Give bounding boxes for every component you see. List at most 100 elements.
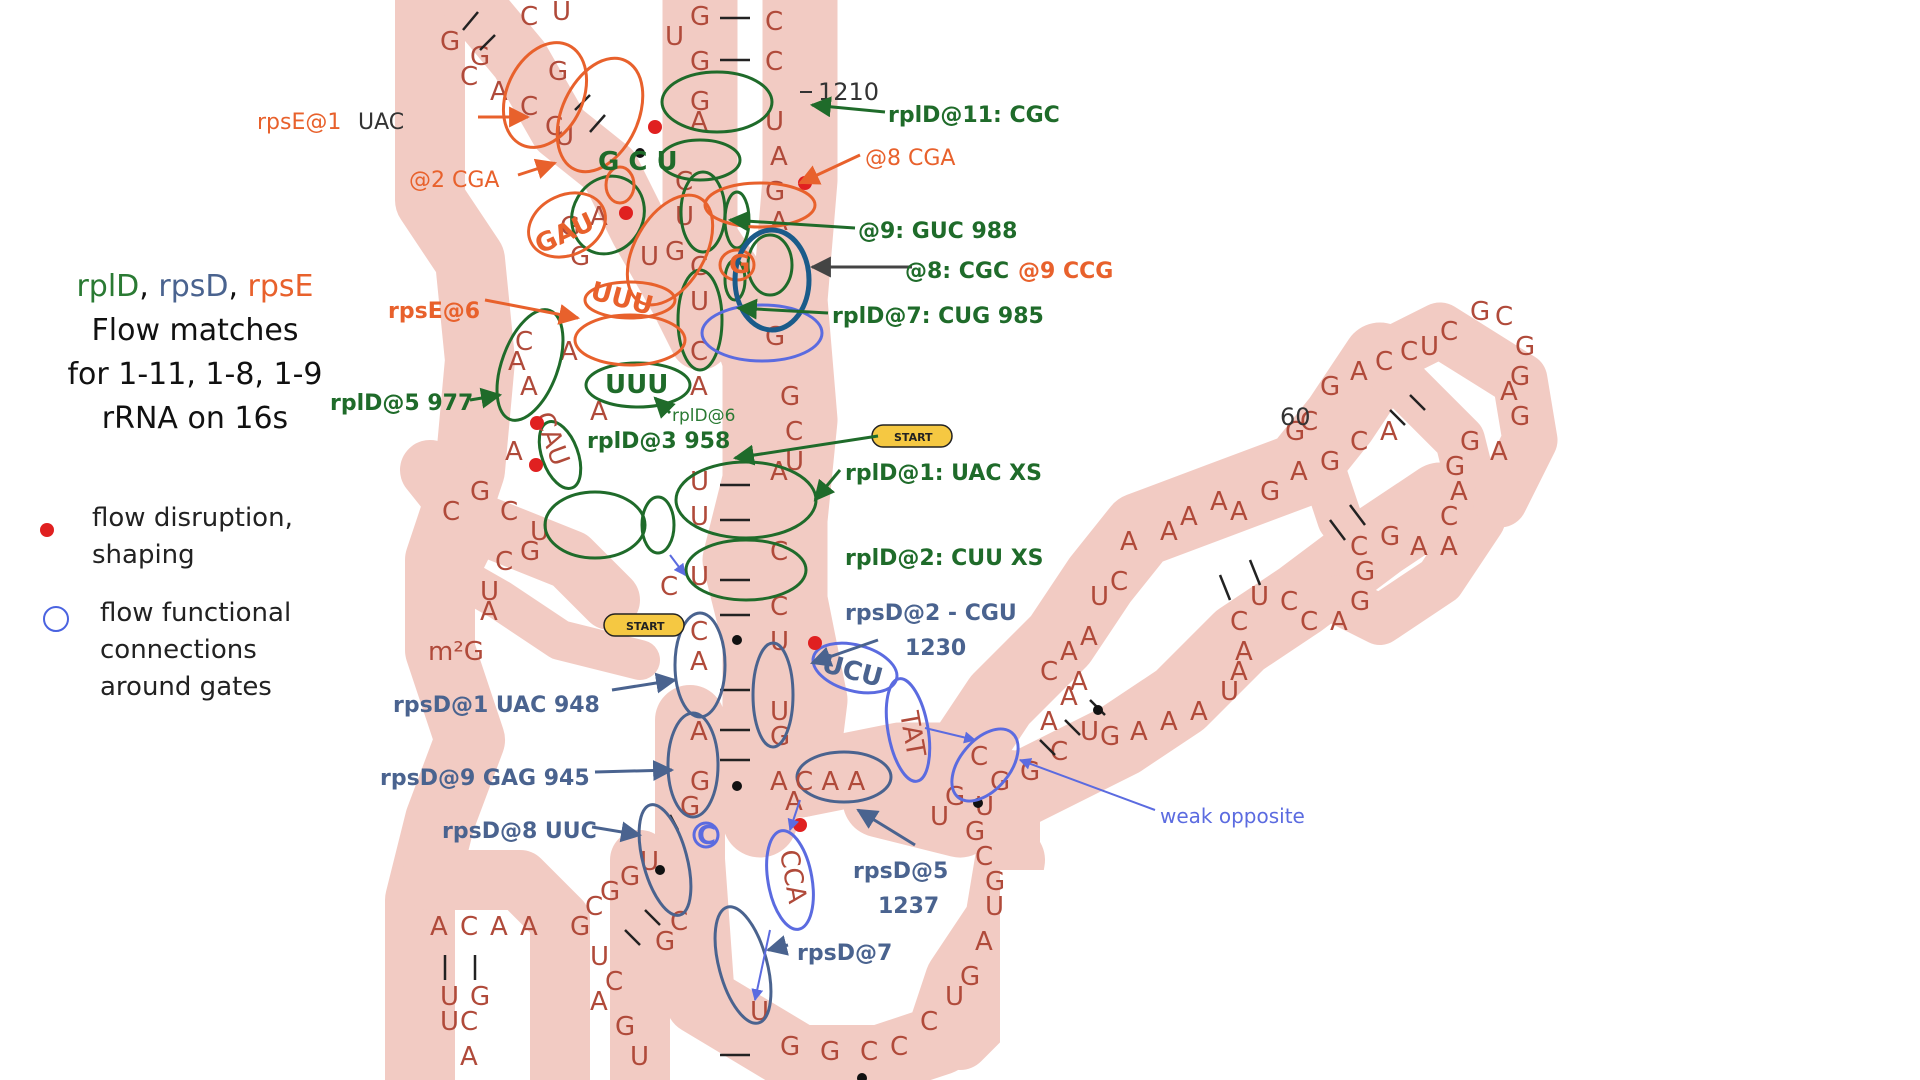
legend-gene-rplD: rplD (76, 269, 140, 304)
svg-text:G: G (440, 27, 460, 57)
svg-text:U: U (630, 1042, 649, 1072)
label-rpsD8: rpsD@8 UUC (442, 819, 597, 844)
svg-text:A: A (1490, 437, 1508, 467)
svg-text:U: U (690, 287, 709, 317)
label-rpsD2-1230: 1230 (905, 636, 966, 661)
svg-text:C: C (442, 497, 460, 527)
svg-text:C: C (1440, 317, 1458, 347)
label-rpsE1-uac: UAC (358, 110, 404, 135)
svg-text:G: G (600, 877, 620, 907)
legend-gene-names: rplD, rpsD, rpsE (76, 269, 314, 304)
svg-text:A: A (590, 987, 608, 1017)
svg-text:G: G (960, 962, 980, 992)
svg-text:C: C (690, 337, 708, 367)
svg-text:C: C (765, 47, 783, 77)
svg-text:U: U (440, 1007, 459, 1037)
svg-text:A: A (490, 912, 508, 942)
svg-text:A: A (460, 1042, 478, 1072)
svg-text:G: G (1350, 587, 1370, 617)
svg-text:G: G (570, 912, 590, 942)
start-badge-top: START (871, 424, 953, 448)
svg-text:A: A (560, 337, 578, 367)
svg-text:U: U (765, 107, 784, 137)
green-arrows (469, 96, 886, 502)
svg-text:A: A (520, 372, 538, 402)
svg-text:A: A (690, 717, 708, 747)
svg-text:G: G (1100, 722, 1120, 752)
svg-text:G: G (655, 927, 675, 957)
svg-text:A: A (1210, 487, 1228, 517)
svg-text:A: A (1230, 657, 1248, 687)
svg-text:U: U (945, 982, 964, 1012)
svg-text:G: G (1460, 427, 1480, 457)
label-rplD1: rplD@1: UAC XS (845, 461, 1042, 486)
svg-text:G: G (1355, 557, 1375, 587)
svg-text:A: A (770, 457, 788, 487)
circled-c: C (697, 821, 716, 851)
label-rpsD9: rpsD@9 GAG 945 (380, 766, 590, 791)
svg-text:C: C (1350, 427, 1368, 457)
svg-text:A: A (1230, 497, 1248, 527)
svg-text:C: C (765, 7, 783, 37)
svg-text:A: A (1060, 682, 1078, 712)
orange-ellipses (501, 41, 817, 367)
svg-text:C: C (1110, 567, 1128, 597)
circled-gcu: G C U (598, 147, 678, 177)
svg-text:C: C (1300, 407, 1318, 437)
svg-text:U: U (985, 892, 1004, 922)
band-mask (1000, 870, 1140, 1080)
label-rplD5: rplD@5 977 (330, 391, 473, 416)
svg-text:U: U (665, 22, 684, 52)
svg-text:C: C (890, 1032, 908, 1062)
svg-text:G: G (765, 177, 785, 207)
svg-text:U: U (440, 982, 459, 1012)
svg-text:U: U (590, 942, 609, 972)
svg-text:A: A (1160, 517, 1178, 547)
svg-text:C: C (675, 167, 693, 197)
svg-text:C: C (1350, 532, 1368, 562)
svg-text:START: START (626, 620, 665, 633)
label-rpsE1: rpsE@1 (257, 110, 341, 135)
svg-text:START: START (894, 431, 933, 444)
svg-text:A: A (1120, 527, 1138, 557)
svg-text:G: G (615, 1012, 635, 1042)
svg-text:C: C (785, 417, 803, 447)
svg-text:C: C (1400, 337, 1418, 367)
svg-text:G: G (1320, 372, 1340, 402)
svg-text:U: U (1420, 332, 1439, 362)
svg-text:G: G (690, 767, 710, 797)
legend-line-1: Flow matches (91, 313, 299, 348)
svg-text:U: U (930, 802, 949, 832)
svg-text:C: C (585, 892, 603, 922)
circled-g-orange: G (729, 250, 750, 280)
svg-text:A: A (505, 437, 523, 467)
position-60: 60 (1280, 403, 1311, 431)
svg-text:A: A (430, 912, 448, 942)
svg-text:C: C (1495, 302, 1513, 332)
label-rplD8: @8: CGC (905, 259, 1009, 284)
svg-text:A: A (508, 347, 526, 377)
svg-text:G: G (1320, 447, 1340, 477)
svg-text:U: U (1250, 582, 1269, 612)
svg-text:A: A (1350, 357, 1368, 387)
legend-functional: flow functional connections around gates (100, 598, 292, 702)
svg-text:G: G (1380, 522, 1400, 552)
svg-text:G: G (965, 817, 985, 847)
svg-text:C: C (860, 1037, 878, 1067)
legend-line-3: rRNA on 16s (101, 401, 289, 436)
m2G-modification: m²G (428, 637, 484, 667)
label-rplD7: rplD@7: CUG 985 (832, 304, 1044, 329)
svg-text:A: A (1160, 707, 1178, 737)
svg-text:C: C (605, 967, 623, 997)
svg-text:G: G (690, 47, 710, 77)
svg-text:C: C (1230, 607, 1248, 637)
svg-text:A: A (520, 912, 538, 942)
label-rpsD1: rpsD@1 UAC 948 (393, 693, 600, 718)
legend-gene-rpsE: rpsE (247, 269, 314, 304)
label-rplD3: rplD@3 958 (587, 429, 730, 454)
legend-red-dot-icon (40, 523, 54, 537)
svg-text:U: U (480, 577, 499, 607)
blue-gate-ellipse (732, 227, 812, 333)
svg-text:U: U (1220, 677, 1239, 707)
